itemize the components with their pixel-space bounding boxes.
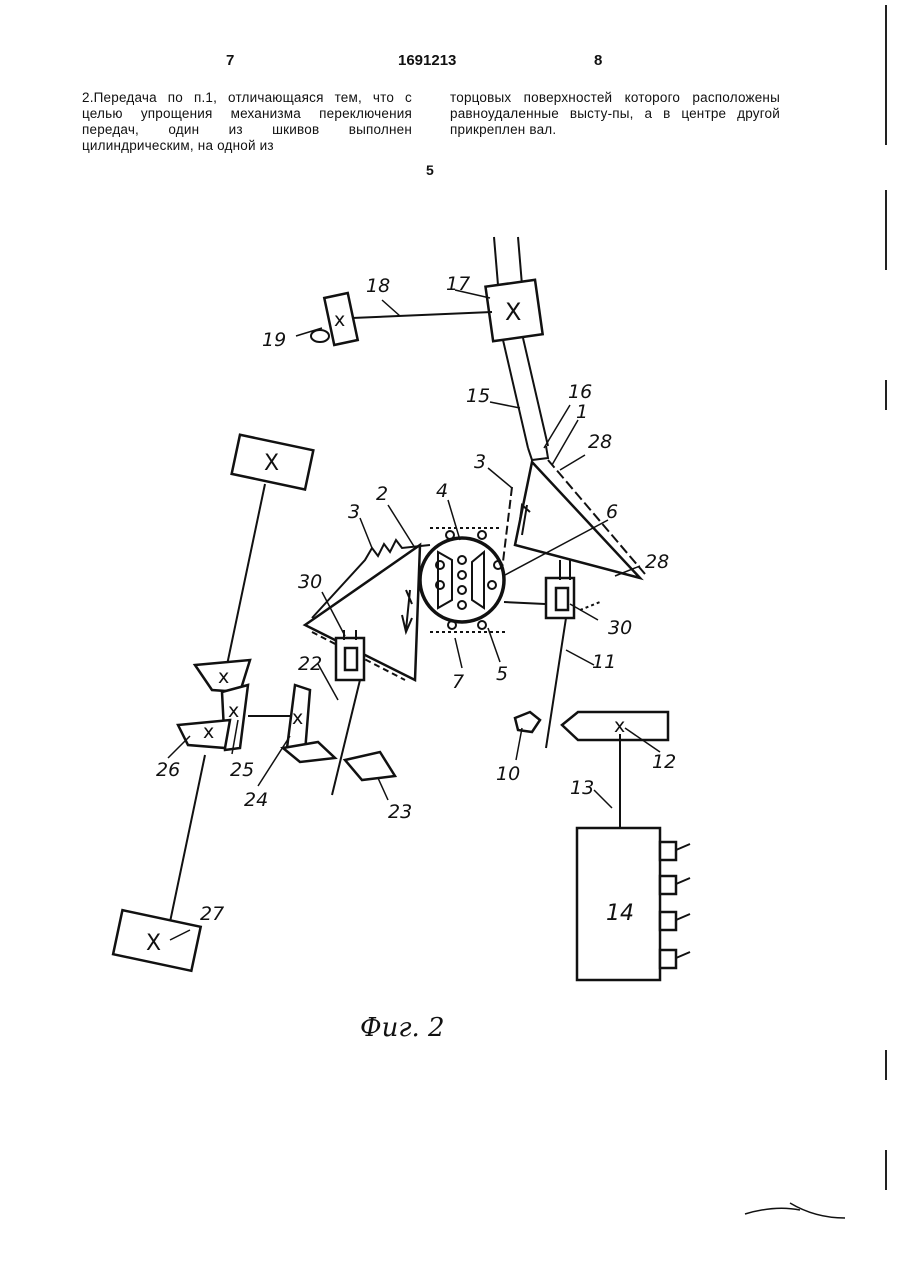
label-27: 27: [200, 903, 224, 925]
label-7: 7: [452, 671, 464, 693]
shaft-15: [494, 237, 548, 448]
label-14: 14: [606, 901, 634, 926]
x-mark-19: x: [334, 309, 345, 331]
svg-text:x: x: [614, 715, 625, 737]
cone-right: [472, 552, 484, 608]
label-18: 18: [366, 275, 390, 297]
scan-artifact: [745, 1203, 845, 1218]
label-25: 25: [230, 759, 254, 781]
figure-caption: Фиг. 2: [360, 1013, 445, 1043]
label-3-right: 3: [474, 451, 486, 473]
label-30-left: 30: [298, 571, 322, 593]
x-mark-17: X: [505, 298, 521, 326]
connector-16: [528, 446, 548, 460]
label-1: 1: [576, 401, 588, 423]
label-11: 11: [592, 651, 616, 673]
svg-text:x: x: [218, 666, 229, 688]
lever-1: [515, 462, 640, 578]
eye-19: [311, 330, 329, 342]
svg-text:x: x: [228, 700, 239, 722]
shaft-11: [546, 618, 566, 748]
gear-23: [345, 752, 395, 780]
rod-18: [352, 312, 492, 318]
label-6: 6: [606, 501, 618, 523]
label-13: 13: [570, 777, 594, 799]
label-23: 23: [388, 801, 412, 823]
label-22: 22: [298, 653, 322, 675]
svg-text:x: x: [292, 707, 303, 729]
label-19: 19: [262, 329, 286, 351]
label-4: 4: [436, 480, 448, 502]
label-30-right: 30: [608, 617, 632, 639]
label-5: 5: [496, 663, 508, 685]
label-16: 16: [568, 381, 592, 403]
label-26: 26: [156, 759, 180, 781]
label-24: 24: [244, 789, 268, 811]
svg-text:x: x: [203, 721, 214, 743]
label-28-right: 28: [645, 551, 669, 573]
label-3-left: 3: [348, 501, 360, 523]
block-14-terminals: [660, 842, 690, 968]
label-15: 15: [466, 385, 490, 407]
label-12: 12: [652, 751, 676, 773]
axle-upper: [227, 484, 265, 665]
label-17: 17: [446, 273, 470, 295]
x-mark-top-wheel: X: [264, 451, 279, 476]
label-28-top: 28: [588, 431, 612, 453]
label-2: 2: [376, 483, 388, 505]
belt-3-right: [502, 487, 512, 570]
x-mark-27: X: [146, 931, 161, 956]
label-10: 10: [496, 763, 520, 785]
gear-10: [515, 712, 540, 732]
